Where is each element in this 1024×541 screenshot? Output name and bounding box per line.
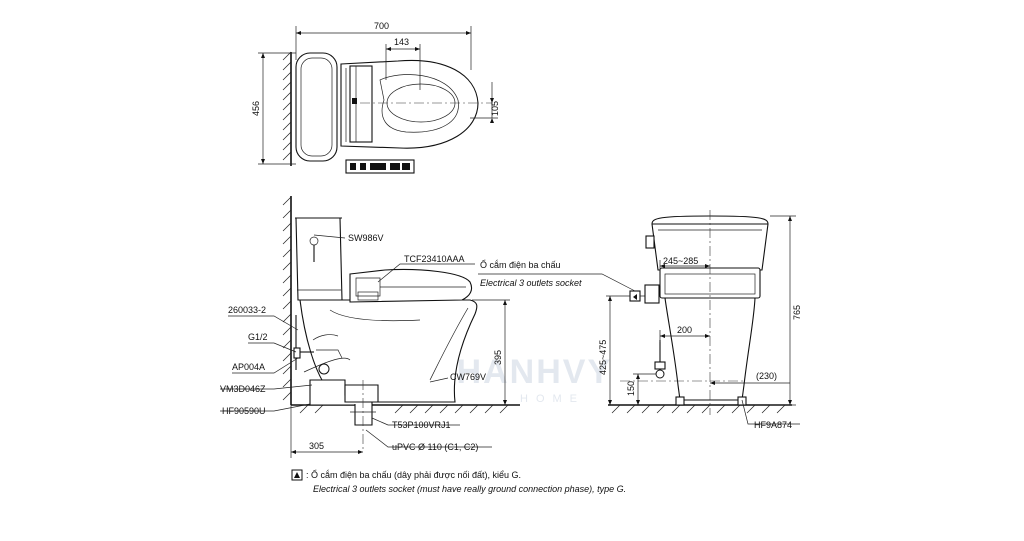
dim-230: (230) <box>756 371 777 381</box>
label-socket-en: Electrical 3 outlets socket <box>480 278 582 288</box>
label-t53p100vrj1: T53P100VRJ1 <box>392 420 451 430</box>
note-en: Electrical 3 outlets socket (must have r… <box>313 484 626 494</box>
top-view: 700 143 456 105 <box>251 21 500 174</box>
watermark-sub: HOME <box>520 393 585 405</box>
label-socket-vi: Ổ cắm điện ba chấu <box>480 259 561 270</box>
label-vm3d046z: VM3D046Z <box>220 384 266 394</box>
dim-425-475: 425~475 <box>598 340 608 375</box>
label-upvc-pipe: uPVC Ø 110 (C1, C2) <box>392 442 478 452</box>
dim-305: 305 <box>309 441 324 451</box>
dim-245-285: 245~285 <box>663 256 698 266</box>
footnote: : Ổ cắm điện ba chấu (dây phải được nối … <box>291 469 626 494</box>
dim-700: 700 <box>374 21 389 31</box>
dim-150: 150 <box>626 381 636 396</box>
dim-105: 105 <box>490 101 500 116</box>
watermark-brand: KHANHVY <box>430 353 612 391</box>
side-view: SW986V TCF23410AAA 260033-2 G1/2 AP004A … <box>220 196 520 458</box>
dim-200: 200 <box>677 325 692 335</box>
label-hf90590u: HF90590U <box>222 406 266 416</box>
dim-765: 765 <box>792 305 802 320</box>
dim-456: 456 <box>251 101 261 116</box>
label-sw986v: SW986V <box>348 233 384 243</box>
front-view: Ổ cắm điện ba chấu Electrical 3 outlets … <box>478 210 802 430</box>
label-tcf23410aaa: TCF23410AAA <box>404 254 465 264</box>
label-g12: G1/2 <box>248 332 268 342</box>
label-hf9a874: HF9A874 <box>754 420 792 430</box>
label-260033-2: 260033-2 <box>228 305 266 315</box>
note-vi: : Ổ cắm điện ba chấu (dây phải được nối … <box>306 469 521 480</box>
dim-143: 143 <box>394 37 409 47</box>
label-ap004a: AP004A <box>232 362 265 372</box>
dim-395: 395 <box>493 350 503 365</box>
watermark: KHANHVY HOME <box>430 353 612 405</box>
label-cw769v: CW769V <box>450 372 486 382</box>
